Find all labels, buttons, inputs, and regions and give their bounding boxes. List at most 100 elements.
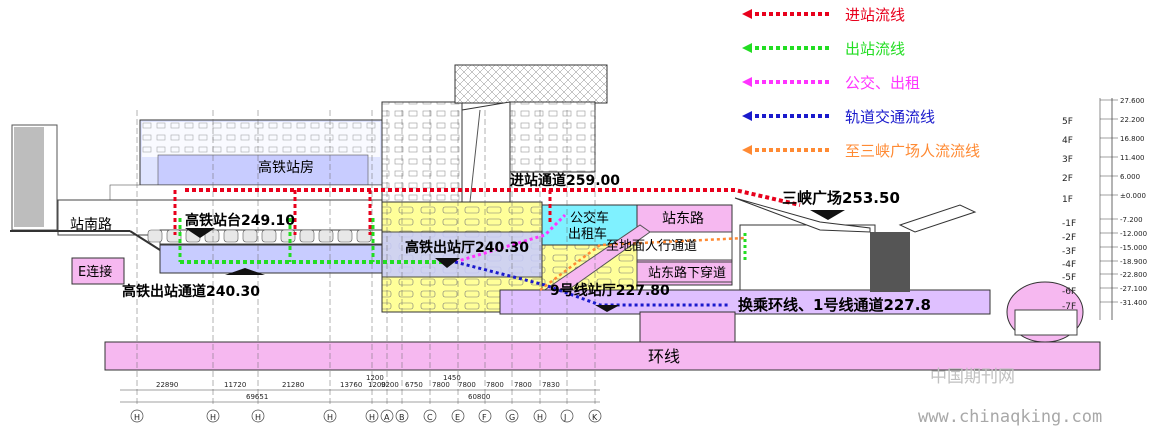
elevation-label: 11.400 bbox=[1120, 154, 1145, 162]
hsr-station-building-label: 高铁站房 bbox=[258, 159, 314, 176]
transfer-passage-band bbox=[499, 289, 991, 343]
entry-flow-line bbox=[185, 188, 801, 207]
watermark-url: www.chinaqking.com bbox=[918, 407, 1102, 427]
hsr-exit-passage-label: 高铁出站通道240.30 bbox=[122, 283, 260, 300]
dimension-small-label: 1200 bbox=[366, 374, 384, 382]
dimension-label: 1200 bbox=[368, 381, 386, 389]
line9-hall-label: 9号线站厅227.80 bbox=[550, 282, 670, 299]
axis-circle bbox=[533, 409, 547, 423]
dimension-label: 7830 bbox=[542, 381, 560, 389]
sanxia-flow-line bbox=[539, 236, 746, 291]
axis-label: B bbox=[399, 413, 405, 422]
axis-circle bbox=[365, 409, 379, 423]
elevation-label: -15.000 bbox=[1120, 244, 1147, 252]
ring-line-band bbox=[104, 281, 1101, 371]
elevation-label: -22.800 bbox=[1120, 271, 1147, 279]
axis-label: H bbox=[327, 413, 333, 422]
legend-arrow-icon bbox=[742, 77, 752, 87]
legend-item: 公交、出租 bbox=[742, 74, 920, 92]
axis-label: E bbox=[455, 413, 460, 422]
axis-circle bbox=[478, 409, 492, 423]
train-car-icon bbox=[280, 229, 296, 243]
floor-label: 2F bbox=[1062, 174, 1073, 184]
axis-label: C bbox=[427, 413, 433, 422]
elevation-label: -12.000 bbox=[1120, 230, 1147, 238]
axis-circle bbox=[505, 409, 519, 423]
entry-passage-label: 进站通道259.00 bbox=[510, 172, 620, 189]
station-south-road-label: 站南路 bbox=[70, 217, 112, 233]
e-connection-label: E连接 bbox=[78, 264, 112, 280]
legend-item: 至三峡广场人流流线 bbox=[742, 142, 980, 160]
axis-label: H bbox=[210, 413, 216, 422]
elevation-label: -18.900 bbox=[1120, 258, 1147, 266]
axis-label: H bbox=[369, 413, 375, 422]
ground-pedestrian-label: 至地面人行通道 bbox=[606, 239, 697, 254]
labels: 高铁站房 站南路 高铁站台249.10 高铁出站通道240.30 进站通道259… bbox=[70, 159, 931, 366]
axis-label: H bbox=[255, 413, 261, 422]
train-car-icon bbox=[318, 229, 334, 243]
dimension-label: 7800 bbox=[514, 381, 532, 389]
train-car-icon bbox=[242, 229, 258, 243]
train-car-icon bbox=[299, 229, 315, 243]
axis-label: G bbox=[509, 413, 515, 422]
floor-label: -6F bbox=[1062, 287, 1076, 297]
legend-arrow-icon bbox=[742, 43, 752, 53]
axis-circle bbox=[206, 409, 220, 423]
sanxia-square-label: 三峡广场253.50 bbox=[782, 189, 900, 207]
station-east-road-label: 站东路 bbox=[662, 211, 704, 227]
floor-label: 5F bbox=[1062, 117, 1073, 127]
floor-label: -4F bbox=[1062, 260, 1076, 270]
train-car-icon bbox=[147, 229, 163, 243]
legend-label: 公交、出租 bbox=[845, 74, 920, 92]
floor-label: -1F bbox=[1062, 219, 1076, 229]
axis-circle bbox=[588, 409, 602, 423]
station-south-road-line bbox=[10, 230, 161, 251]
axis-circle bbox=[251, 409, 265, 423]
ring-line-label: 环线 bbox=[648, 347, 680, 366]
watermark: 中国期刊网 www.chinaqking.com bbox=[918, 367, 1102, 427]
axis-circle bbox=[395, 409, 409, 423]
flow-lines bbox=[173, 188, 801, 307]
elevation-label: ±0.000 bbox=[1120, 192, 1146, 200]
left-building bbox=[11, 124, 58, 231]
train-car-icon bbox=[337, 229, 353, 243]
legend-label: 出站流线 bbox=[845, 40, 905, 58]
station-east-underpass-label: 站东路下穿道 bbox=[648, 265, 726, 281]
floor-label: -7F bbox=[1062, 302, 1076, 312]
elevation-label: -27.100 bbox=[1120, 285, 1147, 293]
bus-taxi-flow-line bbox=[454, 213, 567, 264]
dimension-label: 7800 bbox=[432, 381, 450, 389]
floor-label: 1F bbox=[1062, 195, 1073, 205]
level-markers bbox=[185, 210, 845, 312]
dimension-total-label: 60800 bbox=[468, 393, 490, 401]
legend-label: 至三峡广场人流流线 bbox=[845, 142, 980, 160]
legend-arrow-icon bbox=[742, 9, 752, 19]
legend-arrow-icon bbox=[742, 145, 752, 155]
axis-label: K bbox=[592, 413, 598, 422]
elevation-label: -31.400 bbox=[1120, 299, 1147, 307]
dimension-label: 22890 bbox=[156, 381, 178, 389]
dimension-small-label: 1450 bbox=[443, 374, 461, 382]
dimension-label: 13760 bbox=[340, 381, 362, 389]
axis-circle bbox=[451, 409, 465, 423]
elevation-scale: 5F4F3F2F1F-1F-2F-3F-4F-5F-6F-7F27.60022.… bbox=[1062, 97, 1147, 320]
transfer-passage-label: 换乘环线、1号线通道227.8 bbox=[738, 296, 931, 314]
transit-flow-line bbox=[454, 260, 730, 307]
office-tower bbox=[381, 64, 608, 203]
dimension-label: 6750 bbox=[405, 381, 423, 389]
dimension-label: 9200 bbox=[381, 381, 399, 389]
legend-label: 进站流线 bbox=[845, 6, 905, 24]
taxi-label: 出租车 bbox=[568, 226, 607, 242]
axis-label: J bbox=[563, 413, 566, 422]
floor-label: -3F bbox=[1062, 247, 1076, 257]
dimension-label: 7800 bbox=[486, 381, 504, 389]
e-connection-box: E连接 bbox=[71, 257, 125, 285]
axis-circle bbox=[380, 409, 394, 423]
train-car-icon bbox=[223, 229, 239, 243]
floor-label: 4F bbox=[1062, 136, 1073, 146]
legend-item: 出站流线 bbox=[742, 40, 905, 58]
dimension-label: 21280 bbox=[282, 381, 304, 389]
